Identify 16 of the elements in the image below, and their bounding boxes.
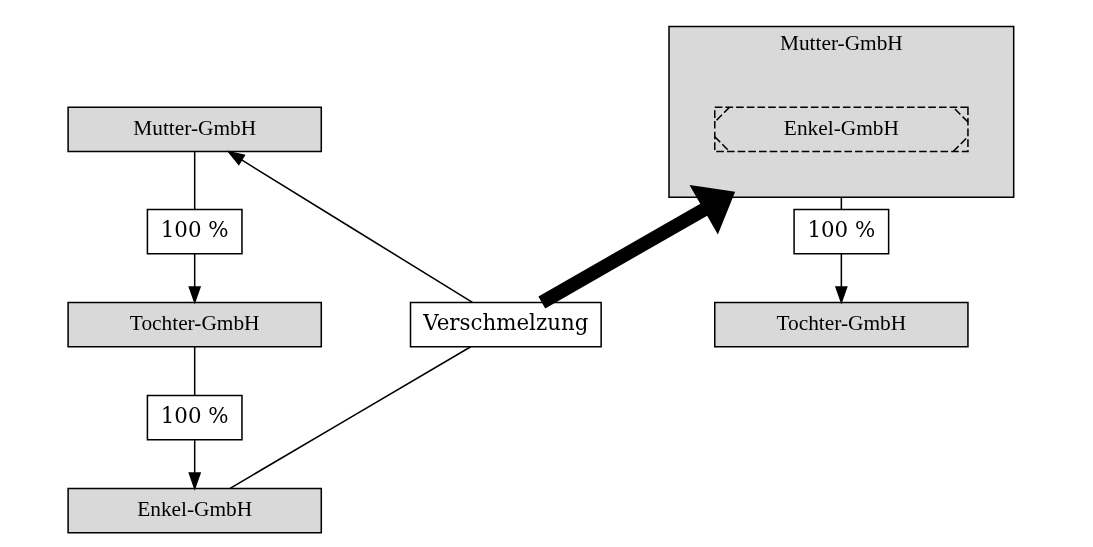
node-box: Verschmelzung bbox=[409, 301, 602, 348]
arrow bbox=[187, 439, 201, 491]
arrow bbox=[834, 253, 848, 305]
node-box: Tochter-GmbH bbox=[66, 301, 322, 348]
node-box: Enkel-GmbH bbox=[66, 487, 322, 534]
connector bbox=[193, 346, 195, 397]
arrow bbox=[187, 253, 201, 305]
node-box: 100 % bbox=[146, 394, 243, 441]
node-box: 100 % bbox=[792, 208, 889, 255]
connector bbox=[228, 346, 471, 490]
arrow bbox=[537, 184, 735, 309]
node-box: Tochter-GmbH bbox=[713, 301, 969, 348]
connector bbox=[193, 151, 195, 210]
node-box: 100 % bbox=[146, 208, 243, 255]
arrow bbox=[226, 150, 473, 304]
node-box: Mutter-GmbH bbox=[66, 106, 322, 153]
